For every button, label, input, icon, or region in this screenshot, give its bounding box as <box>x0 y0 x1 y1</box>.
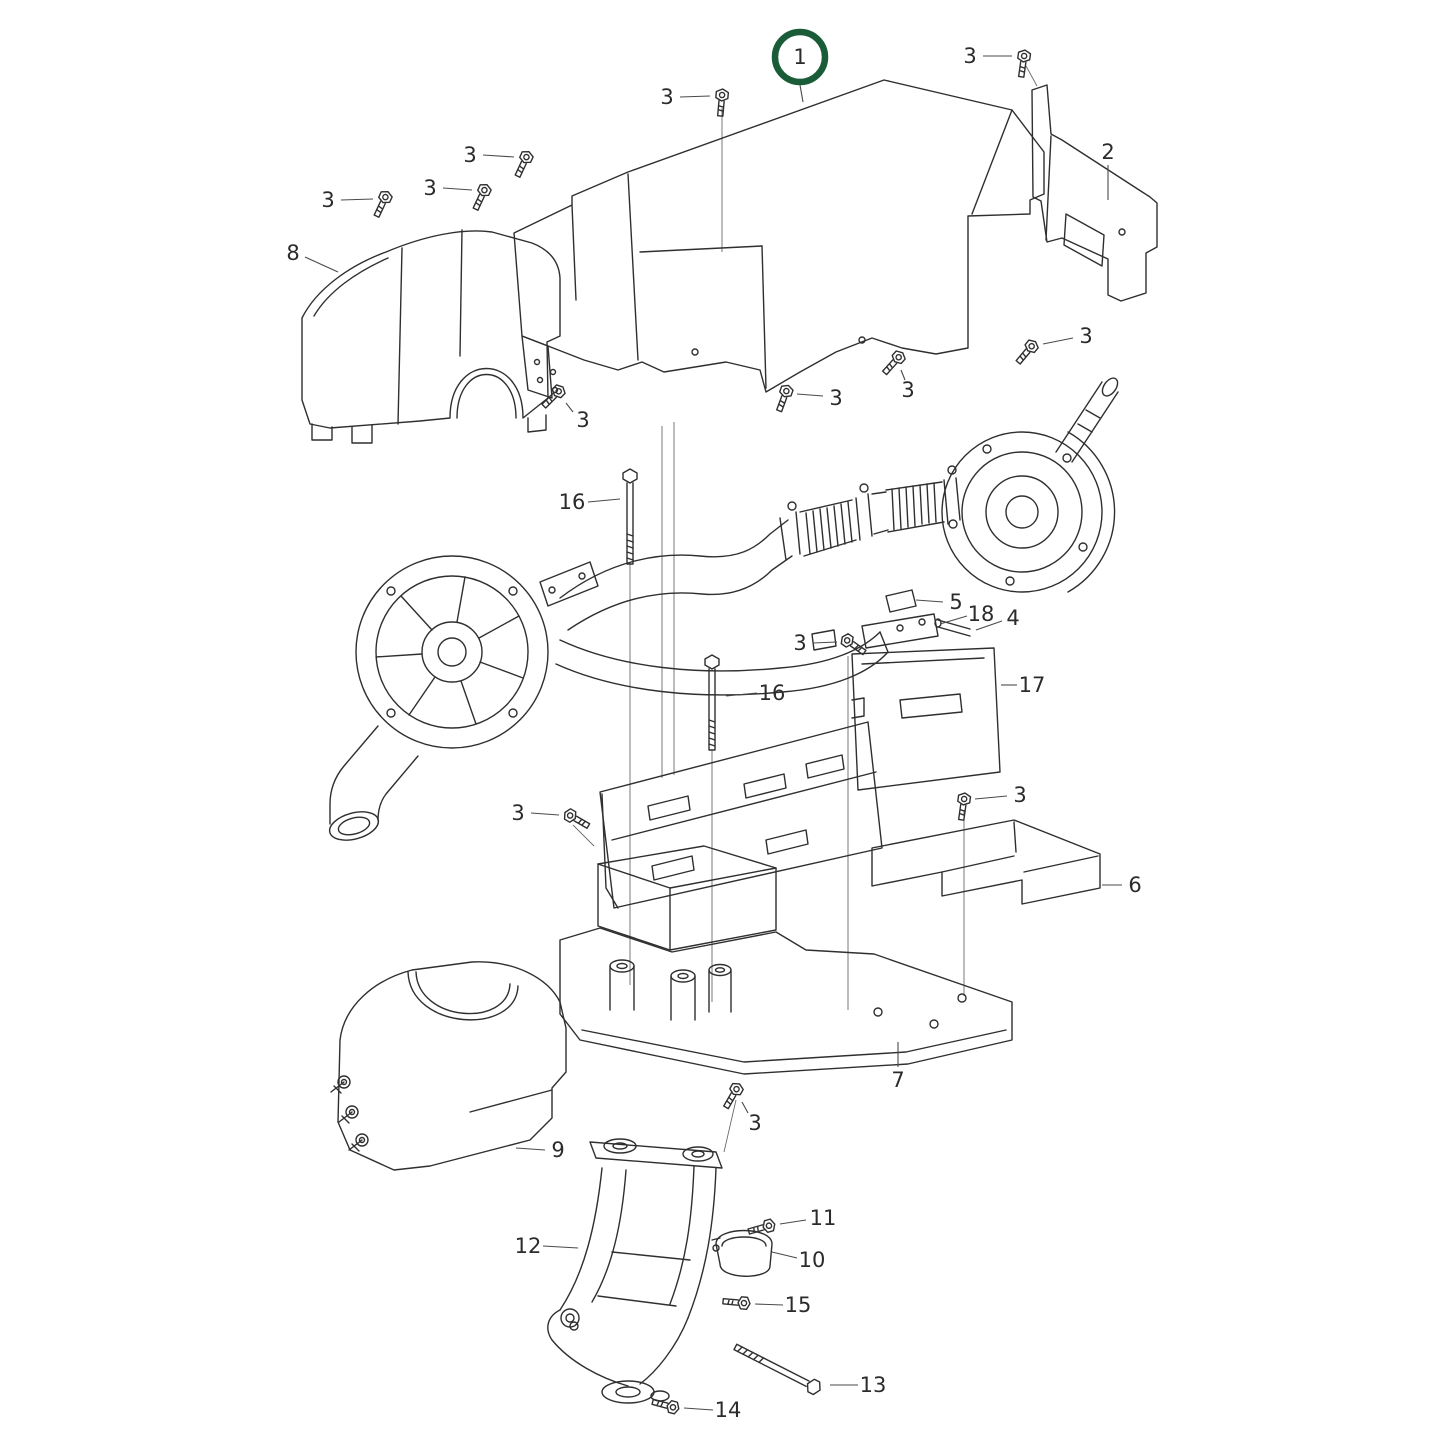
part-6-support-bracket <box>871 819 1101 905</box>
callout-label: 13 <box>860 1373 887 1397</box>
callout-label: 1 <box>793 45 806 69</box>
callout-label: 3 <box>829 386 842 410</box>
part-2-side-bracket <box>1031 84 1158 302</box>
callout-label: 16 <box>559 490 586 514</box>
parts-4-5-18-small-brackets <box>861 589 971 649</box>
bolt-icon <box>370 188 395 220</box>
callout-leader <box>779 1219 807 1225</box>
callout-label: 18 <box>968 602 995 626</box>
callout-leader <box>974 795 1008 800</box>
callout-leader <box>799 84 804 103</box>
callout-label: 3 <box>963 44 976 68</box>
callout-label: 8 <box>286 241 299 265</box>
callout-label: 3 <box>901 378 914 402</box>
callout-label: 11 <box>810 1206 837 1230</box>
part-12-mounting-bracket <box>547 1138 723 1404</box>
callout-label: 3 <box>576 408 589 432</box>
callout-leader <box>587 498 621 503</box>
callout-label: 4 <box>1006 606 1019 630</box>
callout-leader <box>515 1147 546 1151</box>
callout-leader <box>796 393 824 397</box>
callout-label: 3 <box>793 631 806 655</box>
callout-label: 3 <box>660 85 673 109</box>
callout-label: 7 <box>891 1068 904 1092</box>
callout-label: 12 <box>515 1234 542 1258</box>
bolt-icon <box>954 791 972 822</box>
part-8-left-cover <box>301 229 561 444</box>
part-1-main-cover <box>513 79 1045 399</box>
callout-label: 5 <box>949 590 962 614</box>
callout-leader <box>812 641 838 644</box>
callout-leader <box>741 1101 749 1114</box>
part-7-bottom-plate <box>559 845 1013 1075</box>
callout-label: 15 <box>785 1293 812 1317</box>
callout-label: 14 <box>715 1398 742 1422</box>
callout-leader <box>530 812 560 816</box>
callout-leader <box>754 1303 784 1306</box>
callout-leader <box>1042 337 1074 345</box>
callout-label: 2 <box>1101 140 1114 164</box>
callout-leader <box>683 1407 714 1411</box>
middle-shield-plate <box>599 721 883 909</box>
bolt-icon <box>713 87 730 118</box>
bolt-icon <box>772 382 795 414</box>
part-13-long-bolt <box>731 1340 824 1398</box>
part-10-clamp <box>711 1229 773 1277</box>
bolt-icon <box>1014 48 1032 79</box>
callout-leader <box>442 187 473 191</box>
callout-leader <box>340 198 374 201</box>
callout-label: 3 <box>511 801 524 825</box>
bolt-icon <box>511 148 536 180</box>
bolt-icon <box>879 348 908 378</box>
callout-label: 3 <box>423 176 436 200</box>
bolt-icon <box>650 1395 682 1416</box>
highlight-ring <box>771 28 829 86</box>
callout-label: 3 <box>748 1111 761 1135</box>
bolt-icon <box>721 1294 752 1311</box>
callout-label: 16 <box>759 681 786 705</box>
bolt-icon <box>746 1217 778 1238</box>
callout-leader <box>482 154 515 158</box>
callout-label: 3 <box>321 188 334 212</box>
callout-label: 10 <box>799 1248 826 1272</box>
callout-leader <box>939 615 968 625</box>
callout-leader <box>679 95 711 98</box>
callout-leader <box>542 1245 579 1249</box>
bolt-icon <box>469 181 494 213</box>
callout-label: 9 <box>551 1138 564 1162</box>
part-17-heat-shield-plate <box>851 647 1001 791</box>
bolt-icon <box>1012 337 1041 367</box>
part-16-long-bolts <box>622 468 720 751</box>
callout-label: 3 <box>1079 324 1092 348</box>
callout-label: 3 <box>463 143 476 167</box>
callout-leader <box>304 256 339 273</box>
bolt-icon <box>720 1080 746 1112</box>
callout-leader <box>900 369 906 381</box>
callout-label: 17 <box>1019 673 1046 697</box>
part-9-lower-cover <box>330 961 567 1171</box>
callout-leader <box>915 599 944 603</box>
diagram-artwork <box>301 65 1158 1404</box>
turbocharger-assembly <box>328 377 1119 841</box>
bolt-icon <box>538 382 568 412</box>
callout-leader <box>565 402 574 413</box>
callout-label: 6 <box>1128 873 1141 897</box>
callout-leader <box>725 692 758 697</box>
alignment-lines <box>572 65 1038 1153</box>
callout-leader <box>771 1251 798 1259</box>
callout-leader <box>975 620 1003 631</box>
callout-label: 3 <box>1013 783 1026 807</box>
bolt-icon <box>561 806 593 832</box>
